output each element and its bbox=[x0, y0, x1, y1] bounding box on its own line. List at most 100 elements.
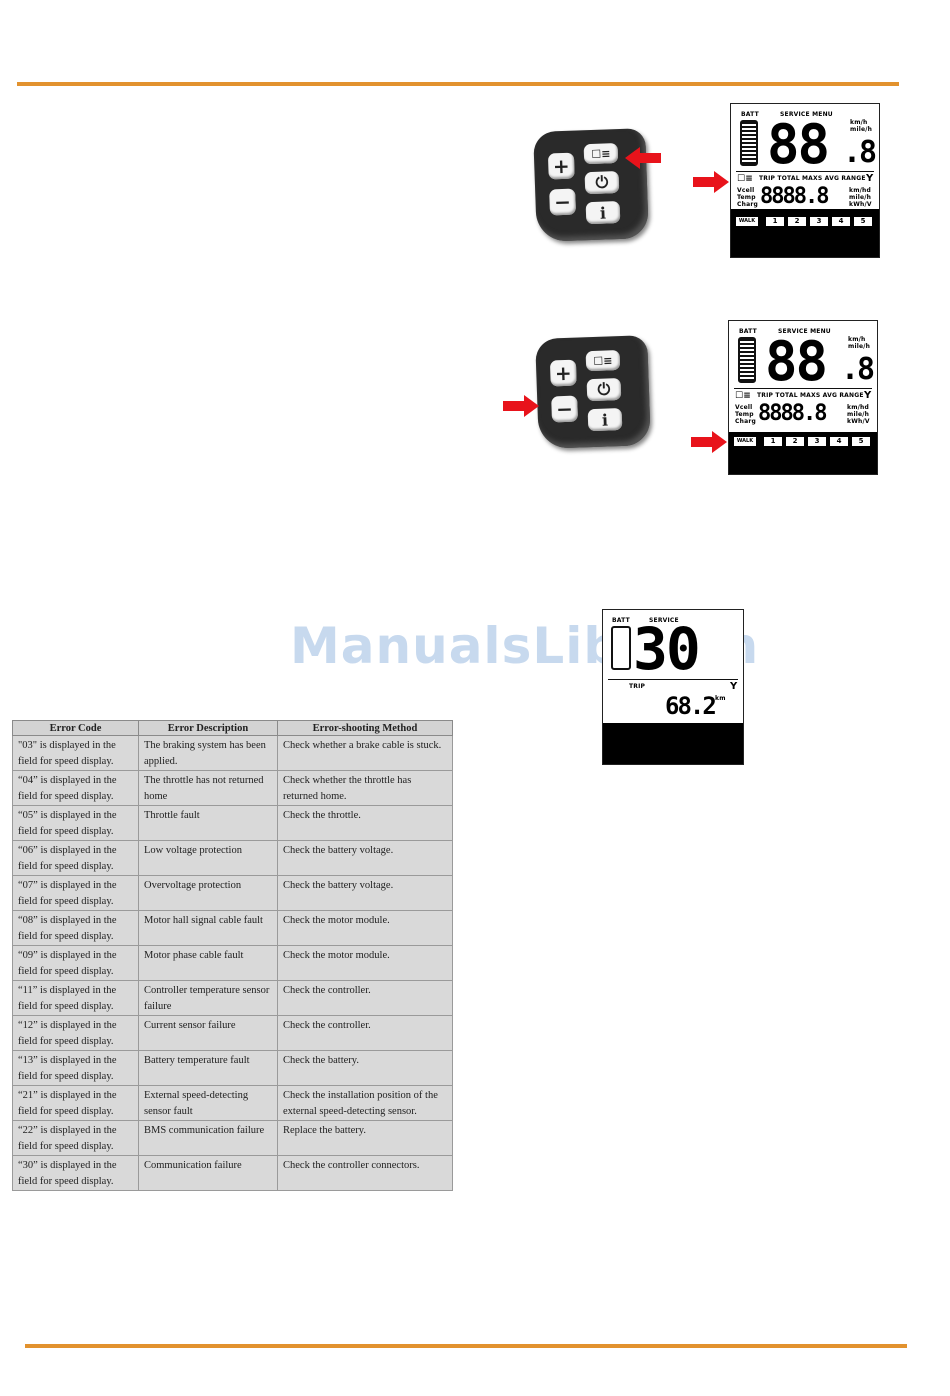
error-description-cell: Motor phase cable fault bbox=[138, 945, 278, 981]
minus-button[interactable]: − bbox=[551, 395, 579, 423]
error-description-cell: BMS communication failure bbox=[138, 1120, 278, 1156]
table-row: “04” is displayed in the field for speed… bbox=[12, 770, 453, 806]
batt-label: BATT bbox=[741, 111, 759, 118]
error-method-cell: Check the installation position of the e… bbox=[277, 1085, 453, 1121]
plus-button[interactable]: + bbox=[547, 152, 575, 180]
red-arrow-right-icon bbox=[693, 171, 729, 193]
error-method-cell: Check the motor module. bbox=[277, 945, 453, 981]
error-description-cell: Motor hall signal cable fault bbox=[138, 910, 278, 946]
temp-label: Temp bbox=[737, 194, 756, 201]
light-button[interactable]: ☐≡ bbox=[585, 350, 621, 372]
battery-gauge-icon bbox=[738, 337, 756, 383]
assist-level-5: 5 bbox=[852, 437, 870, 446]
error-code-cell: “12” is displayed in the field for speed… bbox=[12, 1015, 139, 1051]
value-digits: 8888.8 bbox=[758, 401, 827, 426]
speed-unit-kmh: km/h bbox=[850, 119, 868, 126]
walk-indicator: WALK bbox=[734, 437, 756, 446]
error-method-cell: Check the battery voltage. bbox=[277, 875, 453, 911]
trip-unit: km bbox=[715, 695, 726, 702]
error-method-cell: Check the battery. bbox=[277, 1050, 453, 1086]
error-method-cell: Check whether a brake cable is stuck. bbox=[277, 735, 453, 771]
headlight-icon: ☐≡ bbox=[735, 391, 752, 401]
wrench-icon: Y bbox=[730, 681, 738, 692]
service-menu-label: SERVICE MENU bbox=[778, 328, 831, 335]
service-menu-label: SERVICE MENU bbox=[780, 111, 833, 118]
error-code-table: Error Code Error Description Error-shoot… bbox=[12, 720, 453, 1191]
assist-strip: WALK 1 2 3 4 5 bbox=[729, 432, 877, 474]
headlight-icon: ☐≡ bbox=[737, 174, 754, 184]
info-button[interactable]: i bbox=[585, 201, 621, 225]
error-method-cell: Check the controller. bbox=[277, 980, 453, 1016]
error-code-cell: “09” is displayed in the field for speed… bbox=[12, 945, 139, 981]
top-rule bbox=[17, 82, 899, 86]
trip-value: 68.2 bbox=[665, 692, 717, 720]
batt-label: BATT bbox=[612, 617, 630, 624]
table-row: “11” is displayed in the field for speed… bbox=[12, 980, 453, 1016]
minus-button[interactable]: − bbox=[549, 188, 577, 216]
assist-level-3: 3 bbox=[808, 437, 826, 446]
error-description-cell: Low voltage protection bbox=[138, 840, 278, 876]
table-row: “13” is displayed in the field for speed… bbox=[12, 1050, 453, 1086]
batt-label: BATT bbox=[739, 328, 757, 335]
table-row: “30” is displayed in the field for speed… bbox=[12, 1155, 453, 1191]
table-row: “09” is displayed in the field for speed… bbox=[12, 945, 453, 981]
error-code-digits: 30 bbox=[633, 615, 701, 683]
table-row: “22” is displayed in the field for speed… bbox=[12, 1120, 453, 1156]
error-code-cell: “22” is displayed in the field for speed… bbox=[12, 1120, 139, 1156]
charg-label: Charg bbox=[735, 418, 756, 425]
plus-button[interactable]: + bbox=[549, 359, 577, 387]
value-digits: 8888.8 bbox=[760, 184, 829, 209]
button-remote-1: + − ☐≡ ⏻ i bbox=[533, 128, 649, 242]
error-method-cell: Replace the battery. bbox=[277, 1120, 453, 1156]
vcell-label: Vcell bbox=[735, 404, 753, 411]
error-method-cell: Check the motor module. bbox=[277, 910, 453, 946]
table-row: “07” is displayed in the field for speed… bbox=[12, 875, 453, 911]
speed-unit-mph: mile/h bbox=[848, 343, 871, 350]
lcd-display-1: BATT SERVICE MENU 88 .8 km/h mile/h ☐≡ T… bbox=[730, 103, 880, 258]
charg-label: Charg bbox=[737, 201, 758, 208]
divider bbox=[736, 171, 874, 172]
table-row: "03" is displayed in the field for speed… bbox=[12, 735, 453, 771]
light-button[interactable]: ☐≡ bbox=[583, 143, 619, 165]
power-button[interactable]: ⏻ bbox=[584, 171, 620, 195]
power-button[interactable]: ⏻ bbox=[586, 378, 622, 402]
wrench-icon: Y bbox=[864, 390, 872, 401]
error-code-cell: “11” is displayed in the field for speed… bbox=[12, 980, 139, 1016]
error-method-cell: Check whether the throttle has returned … bbox=[277, 770, 453, 806]
lcd-display-2: BATT SERVICE MENU 88 .8 km/h mile/h ☐≡ T… bbox=[728, 320, 878, 475]
assist-level-1: 1 bbox=[764, 437, 782, 446]
temp-label: Temp bbox=[735, 411, 754, 418]
divider bbox=[734, 388, 872, 389]
bottom-strip bbox=[603, 723, 743, 764]
col-header-error-code: Error Code bbox=[12, 720, 139, 736]
error-code-cell: “13” is displayed in the field for speed… bbox=[12, 1050, 139, 1086]
speed-digits: 88 bbox=[767, 113, 830, 176]
error-description-cell: Controller temperature sensor failure bbox=[138, 980, 278, 1016]
error-description-cell: Battery temperature fault bbox=[138, 1050, 278, 1086]
modes-label: TRIP TOTAL MAXS AVG RANGE bbox=[757, 392, 864, 399]
error-description-cell: Throttle fault bbox=[138, 805, 278, 841]
trip-label: TRIP bbox=[629, 683, 646, 690]
table-row: “12” is displayed in the field for speed… bbox=[12, 1015, 453, 1051]
error-code-cell: “08” is displayed in the field for speed… bbox=[12, 910, 139, 946]
value-unit-1: km/hd bbox=[849, 187, 871, 194]
info-button[interactable]: i bbox=[587, 408, 623, 432]
error-method-cell: Check the throttle. bbox=[277, 805, 453, 841]
value-unit-2: mile/h bbox=[847, 411, 870, 418]
assist-level-2: 2 bbox=[786, 437, 804, 446]
red-arrow-right-icon bbox=[691, 431, 727, 453]
error-description-cell: The throttle has not returned home bbox=[138, 770, 278, 806]
value-unit-3: kWh/V bbox=[847, 418, 870, 425]
value-unit-3: kWh/V bbox=[849, 201, 872, 208]
col-header-error-shooting-method: Error-shooting Method bbox=[277, 720, 453, 736]
speed-decimal: .8 bbox=[843, 135, 877, 170]
error-code-cell: “07” is displayed in the field for speed… bbox=[12, 875, 139, 911]
speed-unit-mph: mile/h bbox=[850, 126, 873, 133]
assist-strip: WALK 1 2 3 4 5 bbox=[731, 209, 879, 257]
assist-level-4: 4 bbox=[830, 437, 848, 446]
speed-decimal: .8 bbox=[841, 352, 875, 387]
error-description-cell: Overvoltage protection bbox=[138, 875, 278, 911]
table-header-row: Error Code Error Description Error-shoot… bbox=[12, 720, 453, 736]
error-code-cell: “30” is displayed in the field for speed… bbox=[12, 1155, 139, 1191]
col-header-error-description: Error Description bbox=[138, 720, 278, 736]
